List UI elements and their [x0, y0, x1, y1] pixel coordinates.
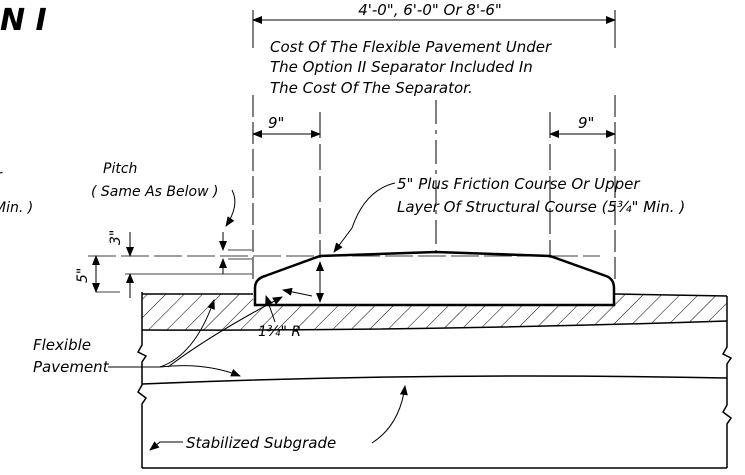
separator-body [253, 250, 616, 307]
cost-note-line-1: Cost Of The Flexible Pavement Under [270, 38, 552, 56]
right-9in-dimension: 9" [549, 114, 616, 138]
overall-width-dimension: 4'-0", 6'-0" Or 8'-6" [252, 1, 616, 48]
left-cut-text-2: Min. ) [0, 200, 33, 216]
flexible-line-2: Pavement [33, 358, 110, 376]
flexible-pavement-layer [141, 293, 728, 331]
flexible-line-1: Flexible [33, 336, 91, 354]
flexible-pavement-note: Flexible Pavement [33, 296, 283, 377]
left-9in-label: 9" [268, 114, 284, 132]
left-cut-text-1: r [0, 168, 3, 184]
right-9in-label: 9" [578, 114, 594, 132]
cost-note-line-3: The Cost Of The Separator. [270, 79, 473, 97]
pitch-line-1: Pitch [103, 161, 137, 177]
pitch-line-2: ( Same As Below ) [91, 184, 218, 200]
pitch-note: Pitch ( Same As Below ) [91, 161, 236, 227]
cost-note: Cost Of The Flexible Pavement Under The … [270, 38, 552, 97]
course-line-1: 5" Plus Friction Course Or Upper [397, 175, 640, 193]
left-9in-dimension: 9" [252, 114, 321, 138]
base-course-line [141, 375, 728, 385]
radius-label: 1¾" R [258, 324, 301, 340]
height-5in-label: 5" [75, 268, 91, 283]
title-fragment: N I [0, 3, 47, 38]
course-note: 5" Plus Friction Course Or Upper Layer O… [333, 175, 685, 253]
cost-note-line-2: The Option II Separator Included In [270, 58, 533, 76]
course-line-2: Layer Of Structural Course (5¾" Min. ) [397, 198, 685, 216]
radius-callout: 1¾" R [258, 287, 313, 340]
overall-width-label: 4'-0", 6'-0" Or 8'-6" [358, 1, 502, 19]
subgrade-label: Stabilized Subgrade [186, 434, 336, 452]
right-break-line [721, 296, 733, 468]
left-break-line [136, 292, 148, 468]
height-dimensions: 5" 3" [75, 230, 600, 303]
stabilized-subgrade-note: Stabilized Subgrade [149, 385, 408, 452]
height-3in-label: 3" [108, 230, 124, 245]
